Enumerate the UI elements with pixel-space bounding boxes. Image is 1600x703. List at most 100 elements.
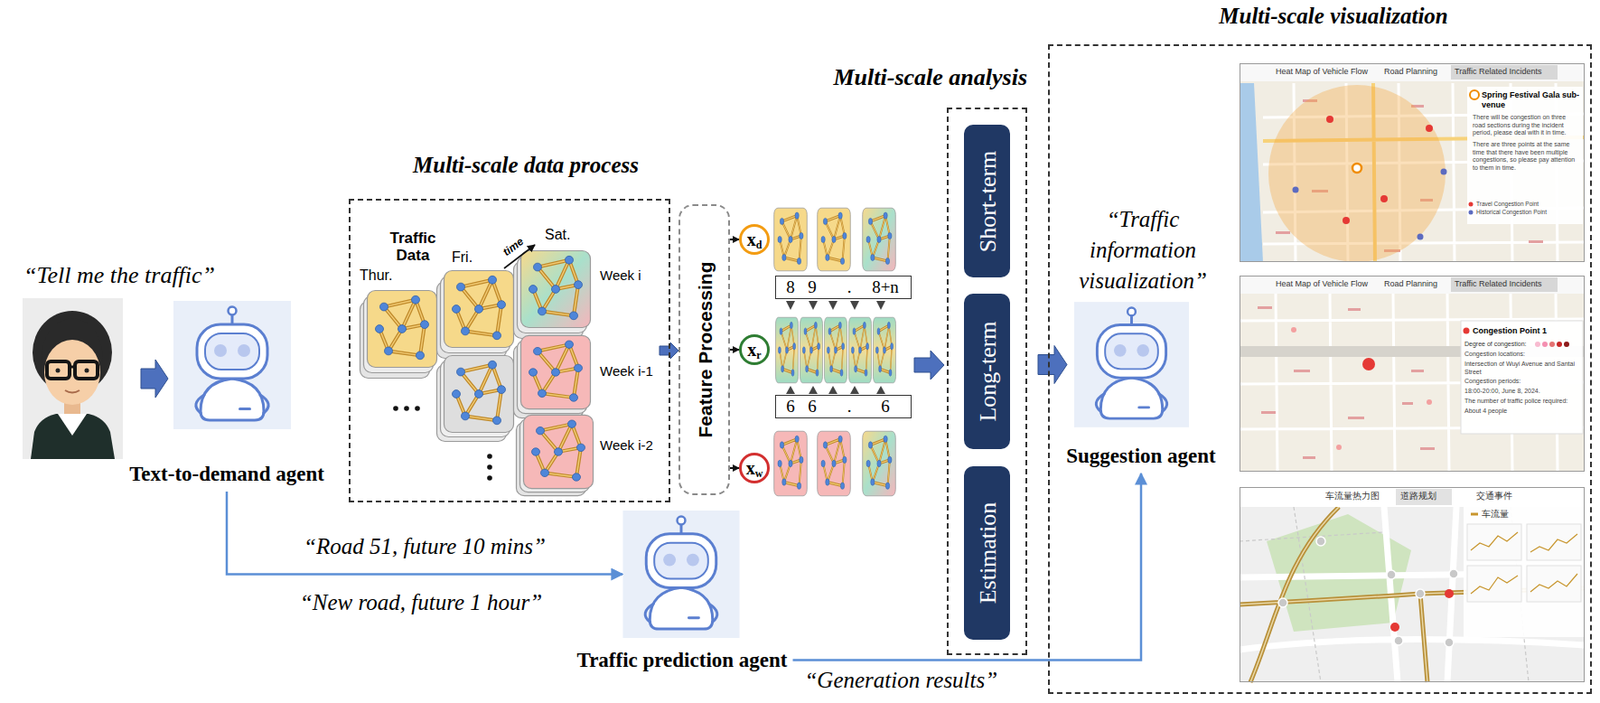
traffic-graph-cards	[367, 290, 438, 367]
map-road-screenshot	[1444, 637, 1454, 647]
feature-cards	[862, 207, 897, 272]
map-heat-screenshot	[1326, 115, 1433, 225]
day-label: Sat.	[544, 225, 571, 244]
traffic-graph-cards	[486, 453, 493, 459]
symbol-text: x	[747, 228, 757, 251]
map-road-screenshot	[1470, 513, 1479, 516]
user-avatar	[74, 361, 98, 379]
tab-label: 交通事件	[1476, 490, 1513, 502]
map-congestion-screenshot	[1426, 399, 1432, 405]
traffic-graph-cards	[403, 405, 410, 412]
tab-label: 车流量热力图	[1325, 490, 1380, 502]
map-congestion-screenshot	[1293, 369, 1310, 373]
map-heat-screenshot	[1263, 83, 1585, 262]
speech-quote: “Tell me the traffic”	[23, 261, 216, 290]
day-label: Thur.	[359, 266, 393, 284]
feature-cards	[876, 385, 886, 394]
tab-label: Heat Map of Vehicle Flow	[1275, 66, 1368, 77]
feature-cards	[823, 317, 847, 384]
index-number: 6	[807, 396, 817, 417]
symbol-group: xw	[741, 455, 768, 481]
panel-note: Congestion periods:	[1464, 377, 1581, 386]
feature-cards	[850, 385, 860, 394]
traffic-graph-cards	[414, 405, 421, 412]
map-legend-text: Historical Congestion Point	[1476, 208, 1547, 216]
index-number: 9	[807, 277, 817, 298]
agent-box: Text-to-demand agent	[173, 300, 291, 430]
panel-title: 车流量	[1481, 508, 1509, 520]
traffic-graph-cards	[392, 405, 399, 412]
user-avatar	[41, 318, 103, 364]
symbol-group: xr	[741, 336, 768, 363]
map-congestion-screenshot	[1460, 320, 1583, 434]
map-road-screenshot	[1239, 506, 1585, 683]
map-road-screenshot	[1470, 532, 1578, 594]
user-avatar	[57, 413, 87, 436]
map-heat-screenshot	[1528, 240, 1544, 244]
map-congestion-screenshot	[1411, 369, 1424, 373]
feature-cards	[817, 207, 852, 272]
map-congestion-screenshot	[1402, 402, 1413, 405]
map-heat-screenshot	[1239, 63, 1585, 262]
tab-label: Traffic Related Incidents	[1454, 279, 1543, 290]
feature-cards	[775, 317, 798, 384]
map-congestion-screenshot	[1549, 341, 1555, 347]
user-avatar	[44, 339, 101, 405]
index-number: 8	[785, 277, 796, 298]
map-road-screenshot	[1415, 589, 1425, 599]
panel-note: The number of traffic police required:	[1464, 397, 1581, 406]
map-road-screenshot	[1470, 575, 1518, 594]
feature-cards	[817, 430, 852, 496]
map-road-screenshot	[1470, 532, 1518, 551]
map-road-screenshot	[1394, 636, 1404, 646]
user-avatar	[69, 365, 75, 369]
agent-robot-icon	[173, 300, 291, 430]
map-congestion-screenshot	[1291, 327, 1297, 333]
map-heat-screenshot	[1352, 163, 1362, 173]
traffic-graph-cards	[521, 250, 591, 328]
map-road-screenshot	[1239, 506, 1585, 683]
map-congestion-screenshot	[1302, 456, 1316, 459]
traffic-graph-cards	[521, 335, 591, 409]
map-heat-screenshot	[1425, 124, 1433, 132]
user-avatar	[84, 368, 90, 374]
agent-name: Suggestion agent	[1066, 443, 1217, 468]
bar-label: Estimation	[973, 502, 1002, 605]
bar-label: Long-term	[973, 320, 1002, 422]
map-congestion-screenshot	[1257, 306, 1435, 459]
week-label: Week i	[599, 267, 642, 284]
feature-cards	[848, 317, 871, 384]
subscript-text: r	[756, 348, 761, 362]
user-avatar	[22, 298, 123, 459]
popup-title: Congestion Point 1	[1472, 326, 1547, 337]
block-arrow	[1038, 346, 1067, 384]
agent-box: Traffic prediction agent	[622, 510, 740, 638]
map-congestion-screenshot	[1291, 327, 1432, 450]
speech-quote: “Traffic information visualization”	[1066, 204, 1220, 297]
tab-label: Heat Map of Vehicle Flow	[1275, 279, 1368, 290]
traffic-graph-cards	[486, 464, 493, 470]
user-avatar	[46, 361, 70, 379]
event-title: Spring Festival Gala sub-venue	[1481, 90, 1582, 111]
map-road-screenshot	[1278, 598, 1288, 608]
map-congestion-screenshot	[1347, 416, 1365, 420]
map-congestion-screenshot	[1556, 341, 1563, 347]
map-heat-screenshot	[1467, 86, 1583, 225]
map-heat-screenshot	[1263, 83, 1585, 262]
agent-name: Traffic prediction agent	[577, 647, 788, 673]
feature-cards	[799, 317, 823, 384]
map-congestion-screenshot	[1261, 411, 1276, 414]
feature-cards	[914, 350, 945, 380]
map-congestion-screenshot	[1450, 277, 1558, 292]
feature-cards	[850, 300, 860, 310]
map-heat-screenshot	[1292, 168, 1448, 241]
map-heat-screenshot	[1469, 210, 1474, 216]
feature-cards	[876, 300, 886, 310]
map-congestion-screenshot	[1420, 447, 1435, 450]
map-road-screenshot	[1463, 505, 1585, 637]
input-circle: xr	[739, 334, 770, 365]
map-heat-screenshot	[1292, 187, 1300, 194]
map-road-screenshot	[1395, 488, 1452, 506]
traffic-graph-cards	[444, 270, 515, 347]
